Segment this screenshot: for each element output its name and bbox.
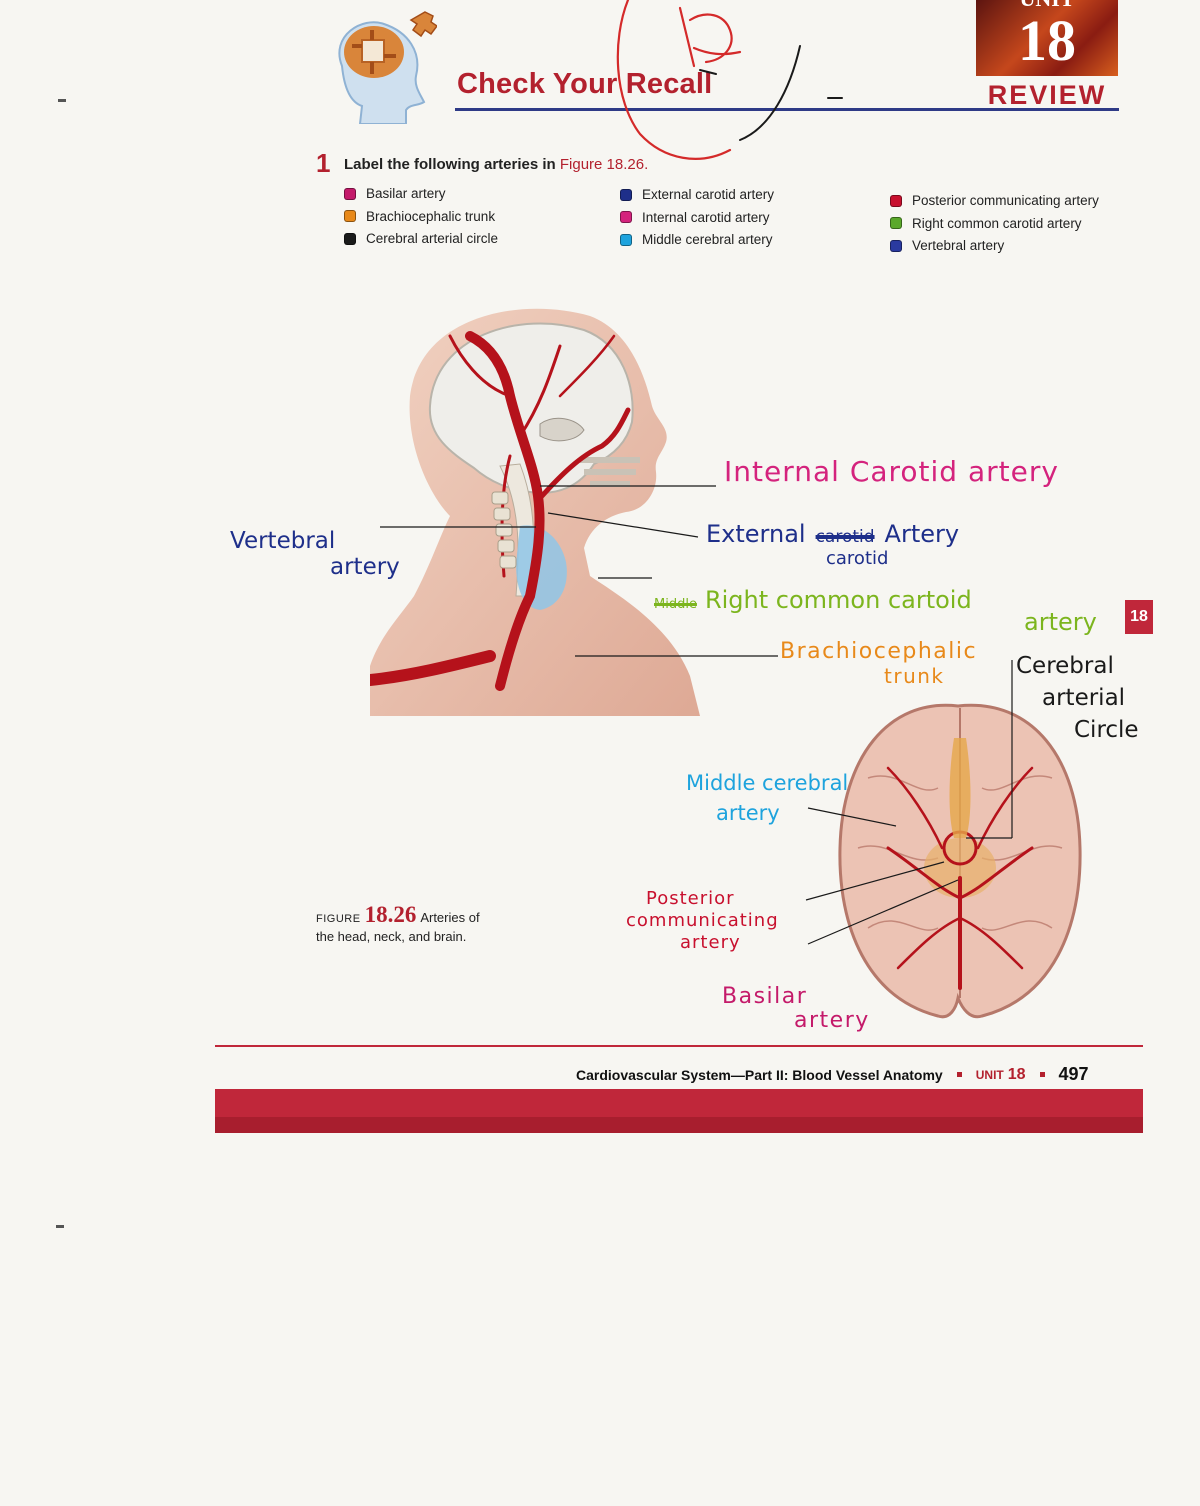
- hw-middle-cerebral-label: Middle cerebral artery: [686, 768, 848, 828]
- caption-text: Arteries of: [420, 910, 480, 925]
- footer-chapter: Cardiovascular System—Part II: Blood Ves…: [576, 1066, 943, 1083]
- term-label: Middle cerebral artery: [642, 232, 773, 247]
- hw-posterior-communicating-label: Posterior communicating artery: [626, 888, 779, 954]
- term-color-swatch-icon: [620, 188, 632, 201]
- hw-text: carotid: [826, 548, 889, 569]
- hw-text: Artery: [884, 520, 960, 548]
- term-item: Internal carotid artery: [620, 210, 770, 225]
- scan-mark: [56, 1225, 64, 1228]
- term-label: Cerebral arterial circle: [366, 231, 499, 246]
- term-label: Internal carotid artery: [642, 209, 770, 225]
- hw-text: arterial: [1042, 685, 1126, 711]
- term-item: Posterior communicating artery: [890, 193, 1099, 208]
- hw-text: Brachiocephalic: [780, 639, 978, 664]
- question-prompt-text: Label the following arteries in: [344, 156, 556, 173]
- footer-separator: [956, 1072, 962, 1077]
- hw-text: Cerebral: [1016, 653, 1114, 679]
- hw-cerebral-circle-label: Cerebral arterial Circle: [1016, 650, 1139, 746]
- footer-page-number: 497: [1058, 1064, 1089, 1084]
- term-color-swatch-icon: [890, 194, 902, 207]
- brain-arteries-illustration: [838, 703, 1082, 1019]
- section-title: Check Your Recall: [457, 68, 713, 100]
- term-color-swatch-icon: [344, 232, 356, 245]
- hw-text: Circle: [1074, 717, 1139, 743]
- term-color-swatch-icon: [344, 210, 356, 222]
- hw-text: communicating: [626, 910, 779, 931]
- term-color-swatch-icon: [620, 211, 632, 223]
- footer-rule: [215, 1045, 1143, 1047]
- term-item: Vertebral artery: [890, 238, 1004, 253]
- term-item: Middle cerebral artery: [620, 232, 773, 247]
- term-color-swatch-icon: [890, 239, 902, 252]
- term-label: Brachiocephalic trunk: [366, 208, 496, 224]
- hw-text: Internal Carotid artery: [724, 455, 1059, 488]
- footer-unit-label: UNIT: [975, 1067, 1004, 1082]
- hw-text: Middle cerebral: [686, 771, 849, 795]
- hw-right-common-carotid-label: Middle Right common cartoid artery: [654, 586, 1097, 636]
- hw-text: artery: [680, 932, 741, 953]
- review-heading: REVIEW: [987, 80, 1107, 110]
- term-label: Basilar artery: [366, 186, 446, 201]
- term-color-swatch-icon: [890, 217, 902, 229]
- term-item: Brachiocephalic trunk: [344, 209, 495, 224]
- hw-text: artery: [330, 554, 400, 580]
- term-label: Right common carotid artery: [912, 215, 1082, 231]
- hw-text: artery: [1024, 608, 1097, 636]
- unit-side-tab: 18: [1125, 600, 1153, 634]
- hw-text: Right common cartoid: [704, 586, 972, 614]
- term-color-swatch-icon: [344, 187, 356, 200]
- scan-mark: [58, 99, 66, 102]
- term-color-swatch-icon: [620, 233, 632, 246]
- hw-text: artery: [794, 1008, 870, 1033]
- head-neck-arteries-illustration: [370, 308, 700, 716]
- caption-figure-number: 18.26: [364, 902, 417, 927]
- footer-band-shade: [215, 1117, 1143, 1133]
- unit-badge-number: 18: [1018, 8, 1076, 73]
- hw-text: Vertebral: [230, 528, 336, 554]
- question-number: 1: [316, 148, 331, 178]
- term-item: Basilar artery: [344, 186, 446, 201]
- question-prompt: Label the following arteries in Figure 1…: [344, 156, 648, 173]
- hw-external-line1: External carotid Artery: [706, 520, 959, 548]
- caption-text: the head, neck, and brain.: [316, 929, 467, 944]
- figure-reference: Figure 18.26.: [559, 156, 649, 173]
- unit-badge-word: UNIT: [976, 0, 1118, 12]
- footer-unit-number: 18: [1007, 1065, 1026, 1083]
- term-item: External carotid artery: [620, 187, 774, 202]
- term-label: Posterior communicating artery: [912, 193, 1099, 208]
- hw-vertebral-label: Vertebral artery: [230, 528, 400, 580]
- hw-text: External: [706, 520, 806, 548]
- hw-internal-carotid-label: Internal Carotid artery: [724, 455, 1059, 488]
- term-item: Cerebral arterial circle: [344, 231, 498, 246]
- term-label: Vertebral artery: [912, 238, 1005, 253]
- hw-brachiocephalic-label: Brachiocephalic trunk: [780, 639, 978, 689]
- hw-text: Basilar: [722, 984, 808, 1009]
- unit-badge: UNIT 18: [976, 0, 1118, 76]
- hw-text: Posterior: [646, 888, 735, 909]
- term-item: Right common carotid artery: [890, 216, 1082, 231]
- footer-separator: [1039, 1072, 1045, 1077]
- caption-figure-word: FIGURE: [316, 913, 361, 925]
- hw-basilar-label: Basilar artery: [722, 985, 870, 1033]
- hw-struck-text: carotid: [815, 527, 875, 547]
- hw-struck-text: Middle: [654, 597, 697, 612]
- page-footer: Cardiovascular System—Part II: Blood Ves…: [576, 1064, 1089, 1085]
- hw-text: artery: [716, 801, 780, 825]
- brain-puzzle-icon: [338, 11, 437, 124]
- hw-text: trunk: [884, 664, 945, 688]
- term-label: External carotid artery: [642, 187, 775, 202]
- hw-external-carotid-label: External carotid Artery carotid: [706, 520, 959, 569]
- hw-right-common-line1: Middle Right common cartoid: [654, 586, 1097, 614]
